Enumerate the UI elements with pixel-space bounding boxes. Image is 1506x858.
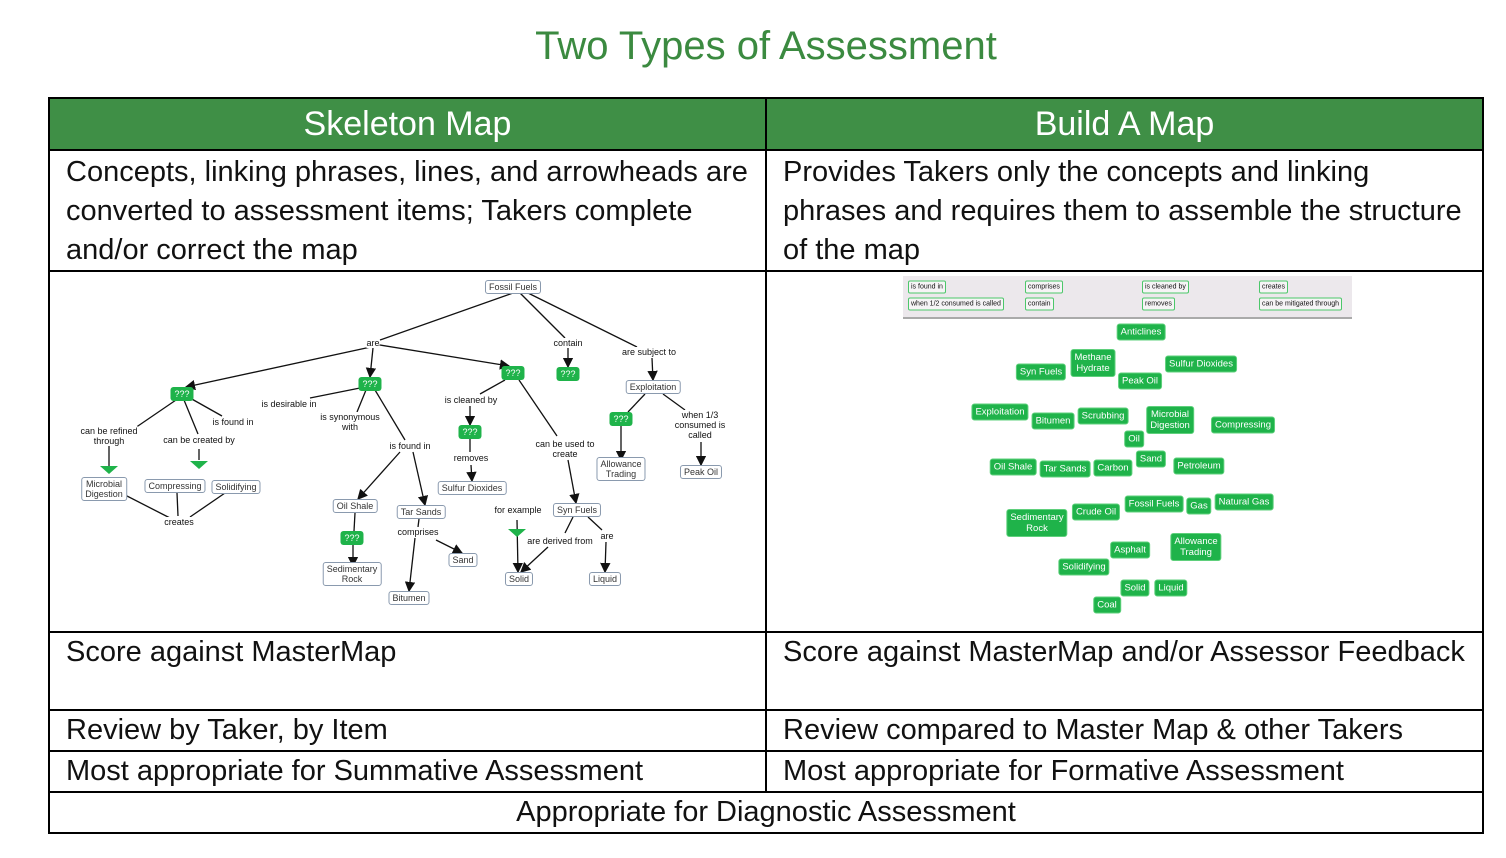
skeleton-review: Review by Taker, by Item [48, 709, 767, 752]
build-review: Review compared to Master Map & other Ta… [765, 709, 1484, 752]
header-build-a-map: Build A Map [765, 97, 1484, 151]
skeleton-scoring: Score against MasterMap [48, 631, 767, 711]
shared-diagnostic: Appropriate for Diagnostic Assessment [48, 791, 1484, 834]
skeleton-description: Concepts, linking phrases, lines, and ar… [48, 149, 767, 272]
build-appropriate: Most appropriate for Formative Assessmen… [765, 750, 1484, 793]
assessment-comparison-table: Skeleton Map Build A Map Concepts, linki… [48, 97, 1484, 834]
slide-title: Two Types of Assessment [535, 24, 997, 68]
build-scoring: Score against MasterMap and/or Assessor … [765, 631, 1484, 711]
build-map-image-cell [765, 270, 1484, 633]
skeleton-appropriate: Most appropriate for Summative Assessmen… [48, 750, 767, 793]
skeleton-map-image-cell [48, 270, 767, 633]
header-skeleton-map: Skeleton Map [48, 97, 767, 151]
build-description: Provides Takers only the concepts and li… [765, 149, 1484, 272]
